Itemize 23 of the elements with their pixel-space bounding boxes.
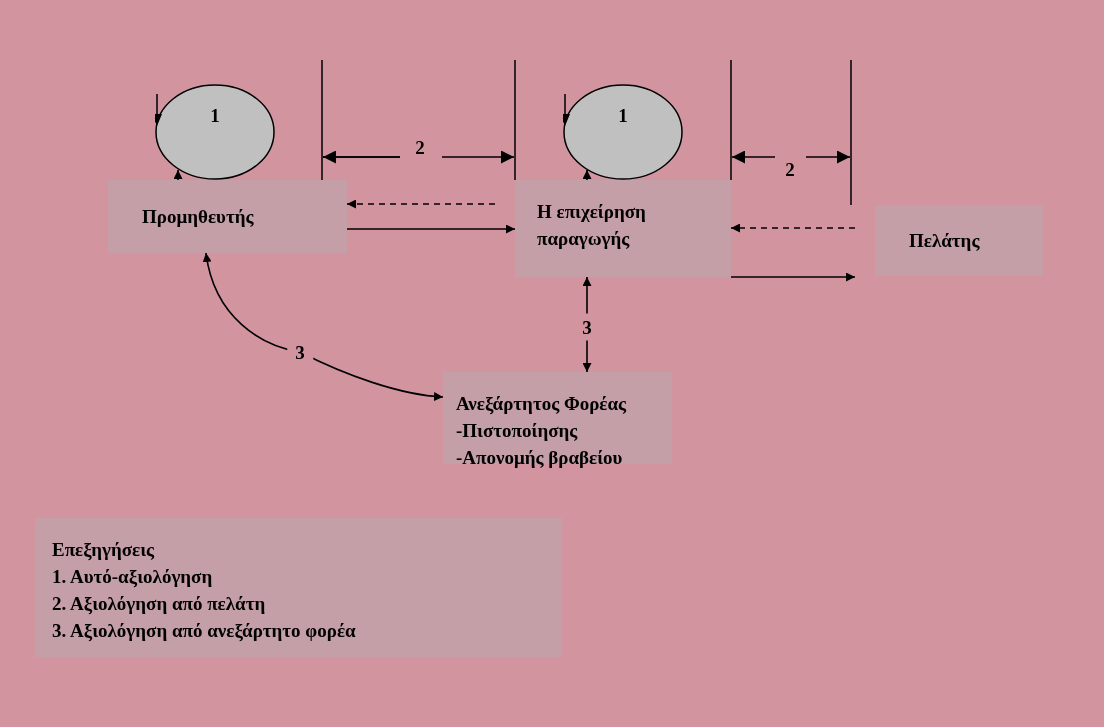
entity-text: Προμηθευτής — [142, 205, 255, 229]
cycle-ellipse — [563, 84, 683, 180]
entity-text: Ανεξάρτητος Φορέας — [456, 392, 628, 417]
arrow — [173, 169, 183, 181]
arrow — [730, 272, 856, 282]
legend-item: 3. Αξιολόγηση από ανεξάρτητο φορέα — [52, 619, 357, 643]
entity-box — [108, 180, 347, 253]
arrow — [730, 223, 856, 233]
legend-heading: Επεξηγήσεις — [52, 538, 156, 562]
entity-text: -Απονομής βραβείου — [456, 446, 624, 470]
cycle-number: 1 — [618, 106, 628, 128]
cycle-ellipse — [155, 84, 275, 180]
entity-text: Η επιχείρηση παραγωγής — [537, 200, 647, 251]
cycle-number: 1 — [210, 106, 220, 128]
arrow — [346, 224, 516, 234]
legend-item: 2. Αξιολόγηση από πελάτη — [52, 592, 267, 616]
entity-text: Πελάτης — [909, 229, 981, 253]
entity-text: -Πιστοποίησης — [456, 419, 579, 443]
legend-item: 1. Αυτό-αξιολόγηση — [52, 565, 214, 589]
arrow — [582, 169, 592, 181]
arrow — [203, 252, 444, 401]
entity-box — [515, 180, 731, 277]
arrow — [346, 199, 496, 209]
